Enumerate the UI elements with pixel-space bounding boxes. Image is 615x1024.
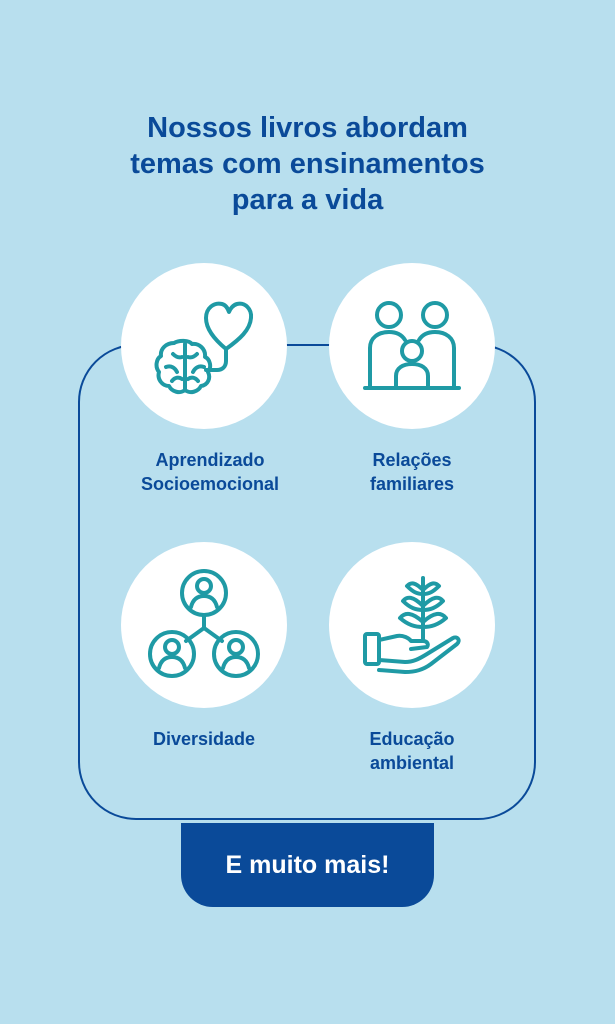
family-icon <box>363 301 461 390</box>
more-topics-badge: E muito mais! <box>181 823 434 907</box>
hand-plant-icon <box>363 576 461 674</box>
topic-diversity-circle <box>121 542 287 708</box>
page-title: Nossos livros abordam temas com ensiname… <box>130 112 485 216</box>
topic-environment-label: Educação ambiental <box>369 729 455 773</box>
people-network-icon <box>148 569 260 678</box>
topics-frame <box>78 344 536 820</box>
topic-environment-circle <box>329 542 495 708</box>
topic-family-circle <box>329 263 495 429</box>
topic-family-label: Relações familiares <box>369 450 455 494</box>
brain-heart-icon <box>154 301 254 395</box>
topic-socioemotional-label: Aprendizado Socioemocional <box>140 450 280 494</box>
topic-diversity-label: Diversidade <box>152 729 256 749</box>
topic-socioemotional-circle <box>121 263 287 429</box>
